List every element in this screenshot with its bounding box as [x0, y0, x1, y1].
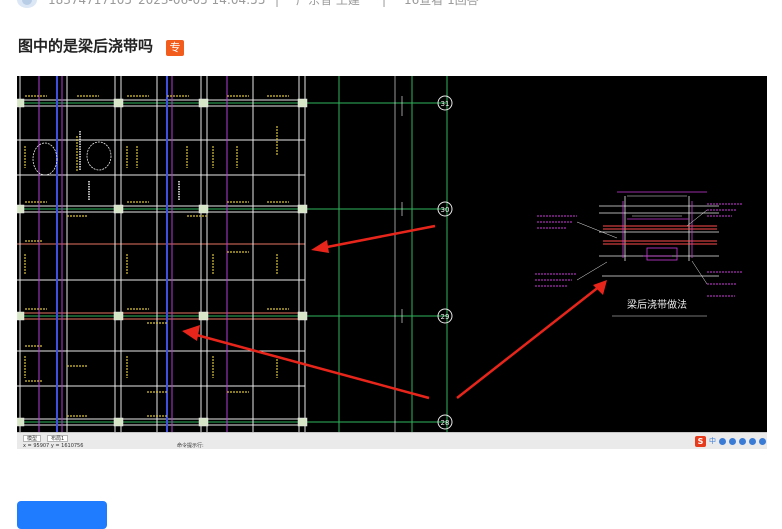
post-time: 2023-06-05 14:04:55: [138, 0, 266, 7]
post-stats: 16查看 1回答: [404, 0, 479, 7]
post-meta: 18374717105 2023-06-05 14:04:55 | 广东省 土建…: [0, 0, 782, 10]
meta-separator: |: [382, 0, 387, 7]
detail-title: 梁后浇带做法: [627, 298, 687, 311]
emoji-icon[interactable]: [719, 437, 726, 445]
coordinate-readout: x = 95907 y = 1610756: [23, 443, 84, 449]
post-location: 广东省 土建: [296, 0, 360, 7]
ime-toolbar[interactable]: S 中: [695, 435, 766, 447]
cad-drawing: 31 30 29 28: [17, 76, 742, 432]
axis-label: 30: [441, 206, 450, 214]
tab-model[interactable]: 模型: [23, 435, 42, 442]
microphone-icon[interactable]: [729, 437, 736, 445]
author-phone[interactable]: 18374717105: [48, 0, 132, 7]
cad-screenshot[interactable]: 31 30 29 28: [17, 76, 767, 449]
cad-status-bar: 模型 布局1 x = 95907 y = 1610756 命令提示行: S 中: [17, 432, 767, 449]
tab-layout[interactable]: 布局1: [47, 435, 69, 442]
skin-icon[interactable]: [749, 437, 756, 445]
toolbox-icon[interactable]: [759, 437, 766, 445]
axis-label: 29: [441, 313, 450, 321]
ime-language[interactable]: 中: [709, 436, 716, 445]
question-title: 图中的是梁后浇带吗: [18, 37, 154, 55]
red-arrows: [182, 224, 607, 400]
expert-badge: 专: [166, 40, 184, 56]
sogou-icon[interactable]: S: [695, 435, 706, 447]
axis-label: 31: [441, 100, 450, 108]
answer-button[interactable]: [17, 501, 107, 529]
keyboard-icon[interactable]: [739, 437, 746, 445]
axis-label: 28: [441, 419, 450, 427]
meta-separator: |: [275, 0, 280, 7]
command-line[interactable]: 命令提示行:: [177, 443, 204, 449]
avatar[interactable]: [17, 0, 37, 8]
